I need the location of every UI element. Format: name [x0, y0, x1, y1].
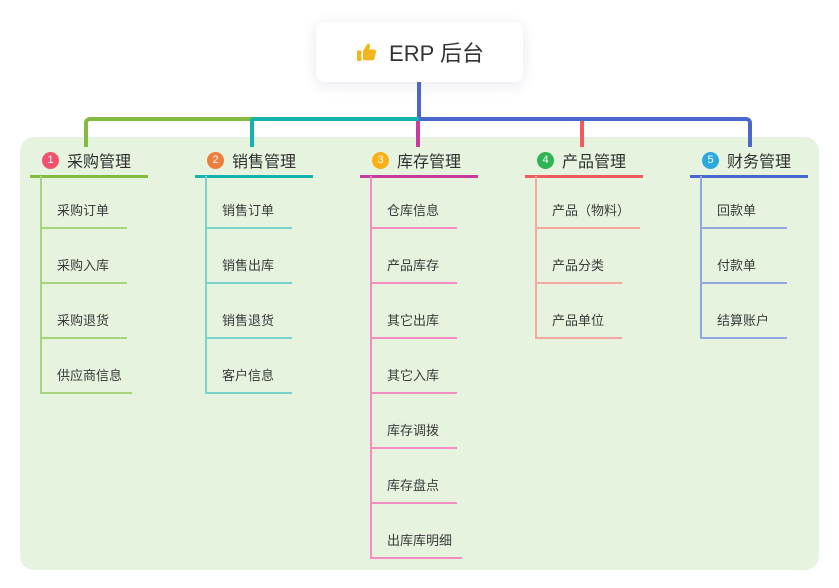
branch-title-product[interactable]: 4 产品管理 [525, 149, 655, 171]
node-payment-bill[interactable]: 付款单 [700, 229, 787, 284]
branch-underline [360, 175, 478, 178]
node-warehouse-info[interactable]: 仓库信息 [370, 174, 462, 229]
node-product-category[interactable]: 产品分类 [535, 229, 640, 284]
branch-sales: 2 销售管理 销售订单 销售出库 销售退货 客户信息 [195, 149, 325, 394]
branch-children: 产品（物料） 产品分类 产品单位 [535, 0, 641, 339]
branch-children: 采购订单 采购入库 采购退货 供应商信息 [40, 0, 133, 394]
thumbs-up-icon [355, 40, 379, 64]
branch-title-inventory[interactable]: 3 库存管理 [360, 149, 490, 171]
branch-children: 回款单 付款单 结算账户 [700, 0, 787, 339]
node-settlement-account[interactable]: 结算账户 [700, 284, 787, 339]
node-receipt-bill[interactable]: 回款单 [700, 174, 787, 229]
branch-label: 库存管理 [397, 154, 462, 171]
node-stock-transfer[interactable]: 库存调拨 [370, 394, 462, 449]
badge-5: 5 [702, 151, 719, 169]
node-other-outbound[interactable]: 其它出库 [370, 284, 462, 339]
node-customer-info[interactable]: 客户信息 [205, 339, 292, 394]
node-purchase-return[interactable]: 采购退货 [40, 284, 132, 339]
badge-4: 4 [537, 151, 554, 169]
node-sales-order[interactable]: 销售订单 [205, 174, 292, 229]
mindmap-background-panel [20, 137, 819, 570]
branch-underline [525, 175, 643, 178]
branch-spine [535, 176, 537, 339]
root-connector-stem [417, 80, 421, 119]
connector-finance [419, 117, 752, 147]
connector-sales [250, 117, 419, 147]
node-supplier-info[interactable]: 供应商信息 [40, 339, 133, 394]
branch-spine [205, 176, 207, 394]
branch-label: 产品管理 [562, 154, 627, 171]
node-purchase-order[interactable]: 采购订单 [40, 174, 132, 229]
branch-finance: 5 财务管理 回款单 付款单 结算账户 [690, 149, 820, 339]
branch-title-sales[interactable]: 2 销售管理 [195, 149, 325, 171]
branch-underline [195, 175, 313, 178]
connector-product [580, 121, 584, 147]
node-stock-check[interactable]: 库存盘点 [370, 449, 462, 504]
branch-label: 销售管理 [232, 154, 297, 171]
branch-underline [30, 175, 148, 178]
connector-purchase [84, 117, 254, 147]
branch-spine [40, 176, 42, 394]
branch-label: 采购管理 [67, 154, 132, 171]
node-outbound-detail[interactable]: 出库库明细 [370, 504, 463, 559]
root-title: ERP 后台 [389, 41, 484, 66]
branch-underline [690, 175, 808, 178]
node-product-material[interactable]: 产品（物料） [535, 174, 641, 229]
branch-children: 仓库信息 产品库存 其它出库 其它入库 库存调拨 库存盘点 出库库明细 [370, 0, 463, 559]
node-product-stock[interactable]: 产品库存 [370, 229, 462, 284]
badge-3: 3 [372, 151, 389, 169]
connector-inventory [416, 121, 420, 147]
badge-1: 1 [42, 151, 59, 169]
node-sales-outbound[interactable]: 销售出库 [205, 229, 292, 284]
branch-label: 财务管理 [727, 154, 792, 171]
root-node-erp-backend[interactable]: ERP 后台 [316, 22, 523, 82]
branch-purchase: 1 采购管理 采购订单 采购入库 采购退货 供应商信息 [30, 149, 160, 394]
node-other-inbound[interactable]: 其它入库 [370, 339, 462, 394]
badge-2: 2 [207, 151, 224, 169]
branch-spine [370, 176, 372, 559]
branch-title-purchase[interactable]: 1 采购管理 [30, 149, 160, 171]
node-product-unit[interactable]: 产品单位 [535, 284, 640, 339]
branch-title-finance[interactable]: 5 财务管理 [690, 149, 820, 171]
branch-children: 销售订单 销售出库 销售退货 客户信息 [205, 0, 292, 394]
branch-inventory: 3 库存管理 仓库信息 产品库存 其它出库 其它入库 库存调拨 库存盘点 出库库… [360, 149, 490, 559]
node-sales-return[interactable]: 销售退货 [205, 284, 292, 339]
branch-product: 4 产品管理 产品（物料） 产品分类 产品单位 [525, 149, 655, 339]
branch-spine [700, 176, 702, 339]
node-purchase-inbound[interactable]: 采购入库 [40, 229, 132, 284]
